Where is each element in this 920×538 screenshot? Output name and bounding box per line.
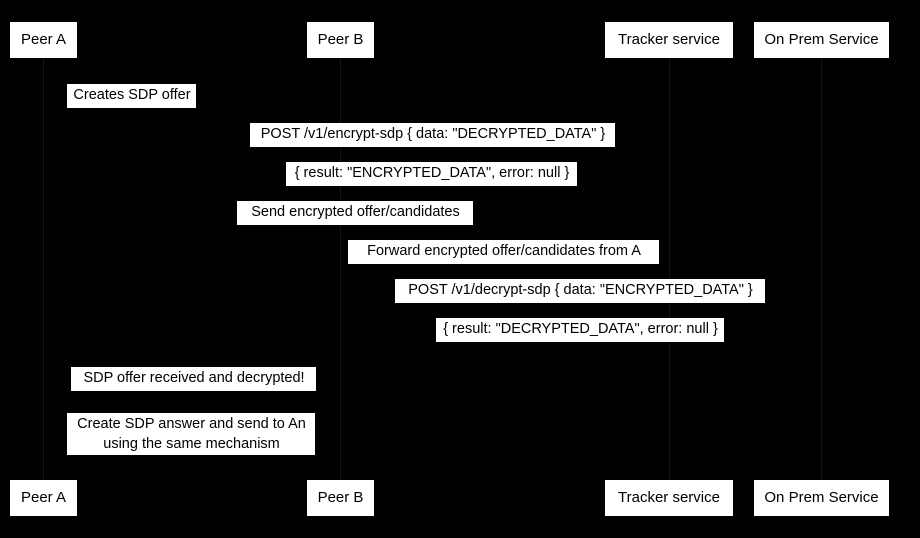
message-label-post-encrypt-sdp: POST /v1/encrypt-sdp { data: "DECRYPTED_… bbox=[250, 123, 615, 147]
message-label-post-decrypt-sdp: POST /v1/decrypt-sdp { data: "ENCRYPTED_… bbox=[395, 279, 765, 303]
message-label-decrypt-sdp-response: { result: "DECRYPTED_DATA", error: null … bbox=[436, 318, 724, 342]
message-label-send-encrypted-offer: Send encrypted offer/candidates bbox=[237, 201, 473, 225]
message-label-create-sdp-answer: Create SDP answer and send to An using t… bbox=[67, 413, 315, 455]
lifeline-peer-b bbox=[340, 58, 341, 516]
participant-header-tracker-service[interactable]: Tracker service bbox=[605, 22, 733, 58]
participant-header-on-prem-service[interactable]: On Prem Service bbox=[754, 22, 889, 58]
participant-header-peer-b[interactable]: Peer B bbox=[307, 22, 374, 58]
lifeline-peer-a bbox=[43, 58, 44, 516]
message-line-2: using the same mechanism bbox=[103, 435, 280, 452]
message-line-1: Create SDP answer and send to An bbox=[77, 416, 306, 432]
participant-header-peer-a[interactable]: Peer A bbox=[10, 22, 77, 58]
participant-footer-peer-b[interactable]: Peer B bbox=[307, 480, 374, 516]
participant-footer-peer-a[interactable]: Peer A bbox=[10, 480, 77, 516]
participant-footer-on-prem-service[interactable]: On Prem Service bbox=[754, 480, 889, 516]
message-label-sdp-offer-received: SDP offer received and decrypted! bbox=[71, 367, 316, 391]
message-label-forward-encrypted-offer: Forward encrypted offer/candidates from … bbox=[348, 240, 659, 264]
message-label-encrypt-sdp-response: { result: "ENCRYPTED_DATA", error: null … bbox=[286, 162, 577, 186]
lifeline-on-prem-service bbox=[821, 58, 822, 516]
participant-footer-tracker-service[interactable]: Tracker service bbox=[605, 480, 733, 516]
message-label-creates-sdp-offer: Creates SDP offer bbox=[67, 84, 196, 108]
